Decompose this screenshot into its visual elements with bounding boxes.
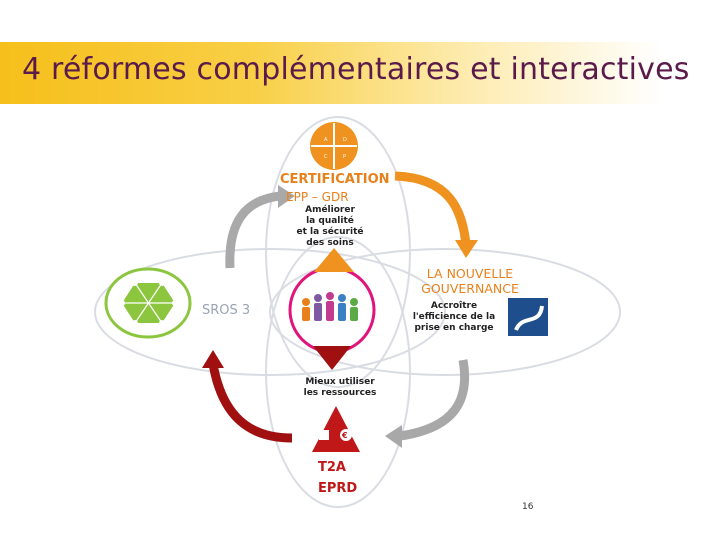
t2a-goal: Mieux utiliser les ressources xyxy=(290,377,390,399)
t2a-title: T2A xyxy=(318,460,346,475)
blue-swirl-logo-icon xyxy=(508,298,548,336)
slide-title: 4 réformes complémentaires et interactiv… xyxy=(22,52,690,87)
arrow-head-red xyxy=(202,350,224,368)
certification-goal-line: la qualité xyxy=(306,216,354,226)
certification-subtitle: EPP – GDR xyxy=(286,190,349,204)
page-number: 16 xyxy=(522,502,534,512)
certification-goal: Améliorer la qualité et la sécurité des … xyxy=(290,205,370,249)
arrow-gouvernance-to-t2a xyxy=(399,359,470,441)
people-group-icon xyxy=(288,266,376,354)
gouvernance-goal-line: prise en charge xyxy=(414,323,494,333)
svg-text:A: A xyxy=(324,137,328,143)
certification-goal-line: des soins xyxy=(306,238,354,248)
svg-text:€: € xyxy=(341,431,348,440)
sros-title: SROS 3 xyxy=(202,303,251,318)
gouvernance-goal: Accroître l'efficience de la prise en ch… xyxy=(404,301,504,334)
arrow-sros-to-certification xyxy=(225,191,281,269)
svg-text:P: P xyxy=(343,154,346,160)
arrow-certification-to-gouvernance xyxy=(394,171,471,245)
t2a-goal-line: les ressources xyxy=(303,388,377,398)
svg-text:D: D xyxy=(343,137,347,143)
certification-goal-line: Améliorer xyxy=(305,205,355,215)
triangle-t2a xyxy=(313,346,351,370)
cost-euro-icon: € xyxy=(312,406,360,452)
gouvernance-title: LA NOUVELLE GOUVERNANCE xyxy=(402,266,538,296)
gouvernance-title-line: GOUVERNANCE xyxy=(421,281,519,296)
certification-goal-line: et la sécurité xyxy=(296,227,364,237)
gouvernance-goal-line: l'efficience de la xyxy=(412,312,496,322)
t2a-goal-line: Mieux utiliser xyxy=(305,377,375,387)
pdca-circle-icon: A D C P xyxy=(310,122,358,170)
arrow-t2a-to-sros xyxy=(208,363,293,443)
triangle-certification xyxy=(314,248,354,272)
t2a-ellipse xyxy=(265,236,411,508)
certification-ellipse xyxy=(265,116,411,388)
arrow-head-orange xyxy=(455,240,478,258)
title-band xyxy=(0,42,720,104)
gouvernance-ellipse xyxy=(269,248,621,376)
gouvernance-goal-line: Accroître xyxy=(430,301,478,311)
arrow-head-grey-left xyxy=(278,185,295,208)
sros-ellipse xyxy=(94,248,446,376)
arrow-head-grey-bottom xyxy=(385,425,402,448)
network-hexagon-icon xyxy=(104,267,192,339)
eprd-title: EPRD xyxy=(318,481,358,496)
certification-title: CERTIFICATION xyxy=(280,172,390,187)
gouvernance-title-line: LA NOUVELLE xyxy=(426,266,514,281)
svg-text:C: C xyxy=(324,154,328,160)
